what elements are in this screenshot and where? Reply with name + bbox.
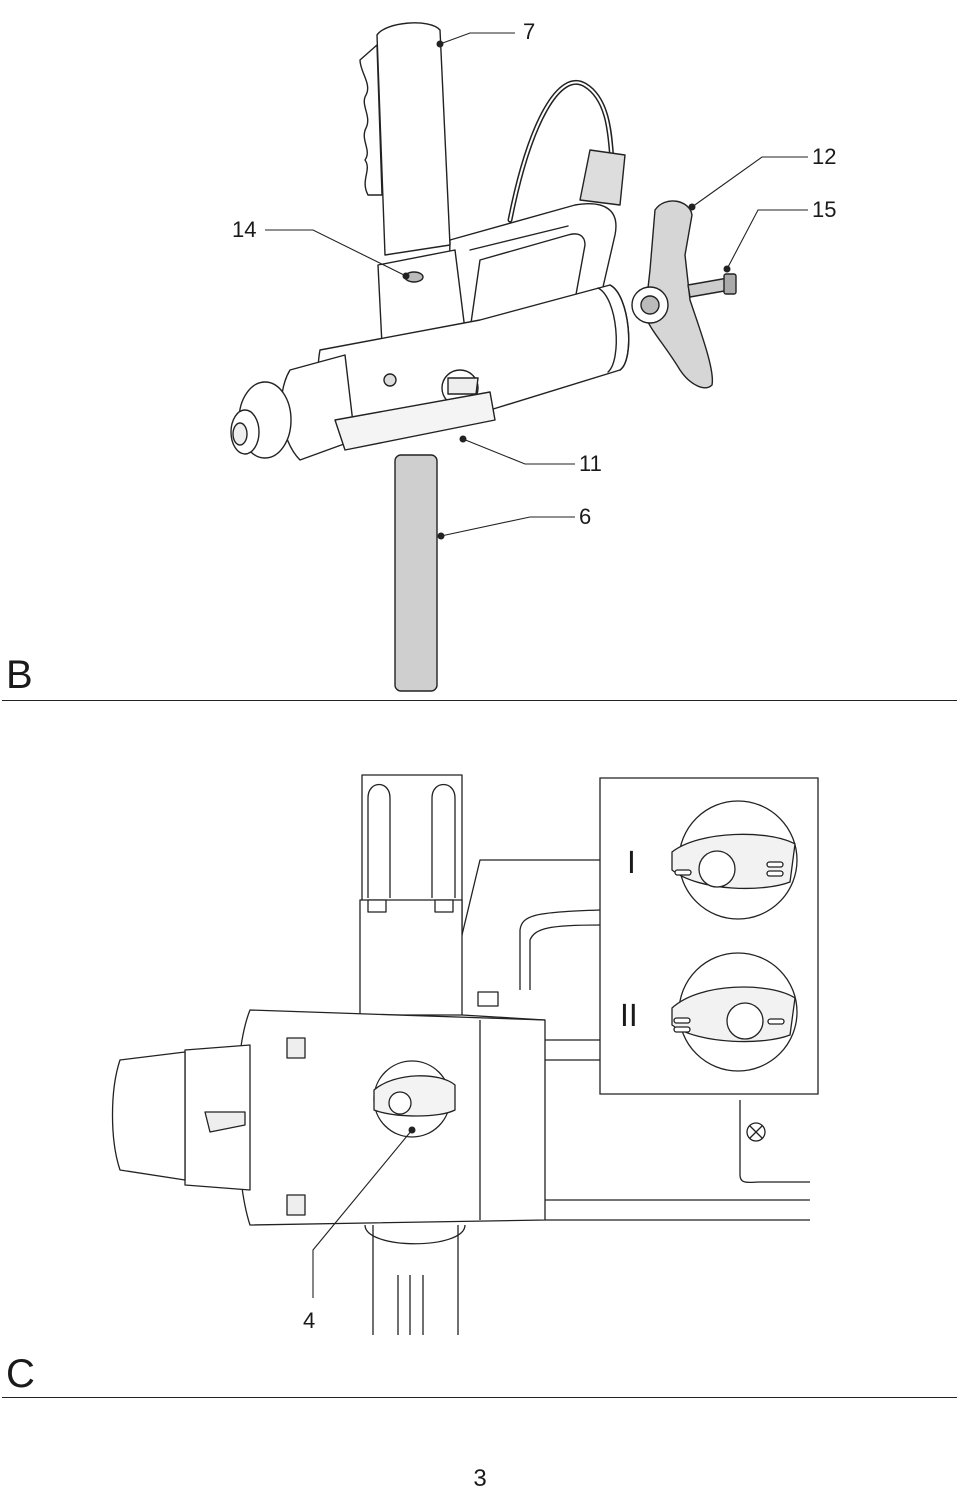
section-letter-c: C — [6, 1352, 35, 1396]
drill-stand-column — [395, 455, 437, 691]
callout-7: 7 — [523, 19, 536, 44]
section-divider-b — [2, 700, 957, 701]
figure-b: 7 12 15 14 11 6 B — [0, 0, 960, 700]
dial-position-ii-label: II — [620, 999, 638, 1034]
figure-c: I II 4 C — [0, 720, 960, 1400]
callout-12: 12 — [812, 144, 837, 169]
dial-position-i-label: I — [627, 846, 636, 881]
drill-illustration-b — [0, 0, 960, 700]
callout-leader-c — [313, 1130, 412, 1298]
drill-illustration-c — [0, 720, 960, 1400]
callout-14: 14 — [232, 217, 257, 242]
callout-4: 4 — [303, 1308, 316, 1333]
callout-leaders-b — [265, 33, 808, 536]
page-number: 3 — [473, 1465, 487, 1492]
callout-6: 6 — [579, 504, 592, 529]
callout-11: 11 — [579, 451, 602, 476]
section-divider-c — [2, 1397, 957, 1398]
section-letter-b: B — [6, 653, 33, 697]
callout-15: 15 — [812, 197, 837, 222]
